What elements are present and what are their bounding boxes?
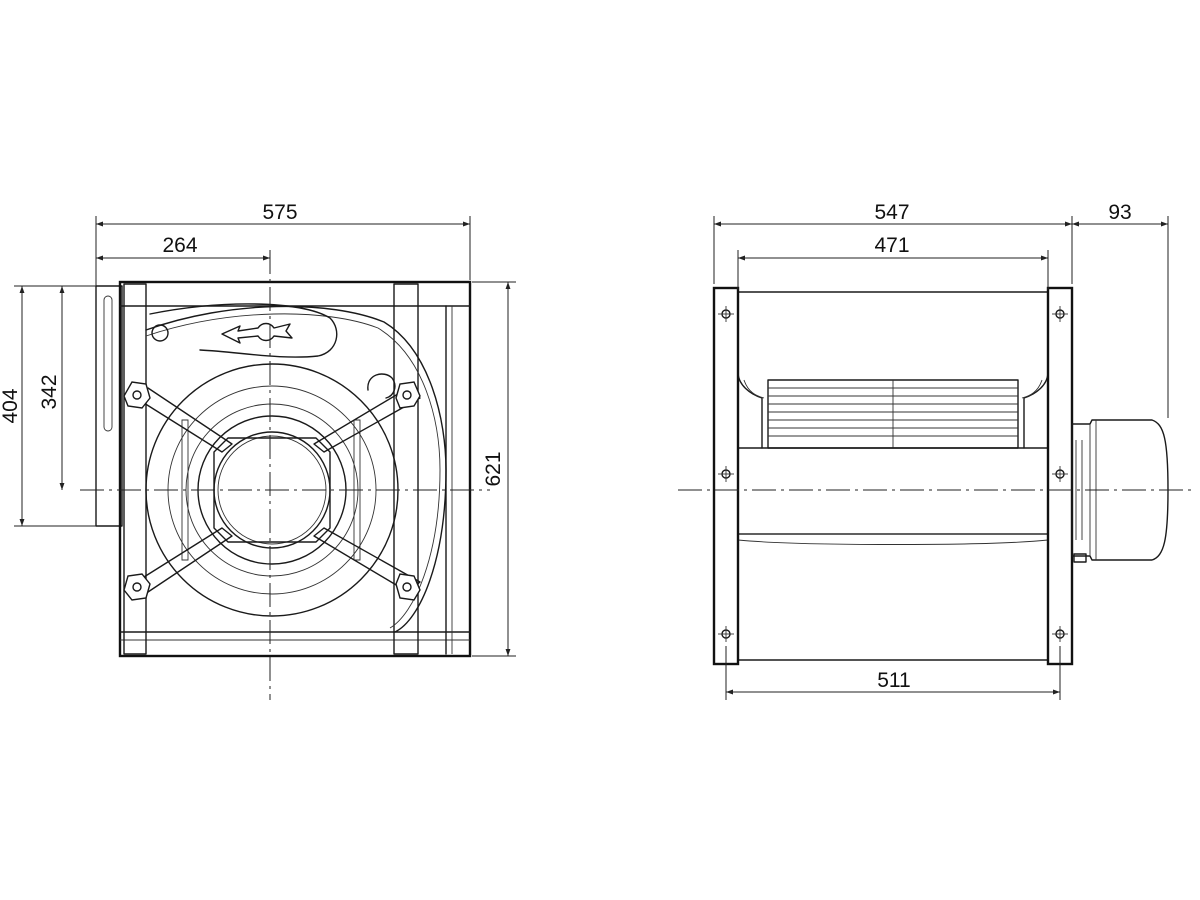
dim-outlet-height: 404 [0,388,22,423]
direction-arrow-icon [221,322,293,344]
dim-front-axis-offset: 264 [162,234,197,257]
bolt-symbols [718,306,1068,642]
left-strap [123,283,147,655]
dim-motor-protrusion: 93 [1108,201,1131,224]
right-strap [393,283,419,655]
dim-front-height: 621 [482,451,505,486]
outlet-flange [95,285,123,527]
dim-side-width: 547 [874,201,909,224]
volute-outline [145,305,447,633]
outlet-flange-slot [103,295,113,432]
front-view: 575 264 621 404 342 [0,201,516,700]
dim-front-width: 575 [262,201,297,224]
housing-frame [118,280,472,658]
dim-housing-width: 471 [874,234,909,257]
dim-mount-spacing: 511 [877,669,910,692]
impeller-blade-lines [768,387,1018,437]
side-view: 547 93 471 511 [678,201,1196,700]
motor-mount-tab [1073,553,1087,563]
motor-support [213,437,331,543]
inspection-hole [151,324,169,342]
housing-middle [737,447,1049,535]
dim-axis-height: 342 [38,374,61,409]
cable-gland-icon [367,373,396,399]
terminal-box-outline [149,303,338,358]
housing-upper [737,291,763,449]
mounting-lugs [123,381,421,601]
